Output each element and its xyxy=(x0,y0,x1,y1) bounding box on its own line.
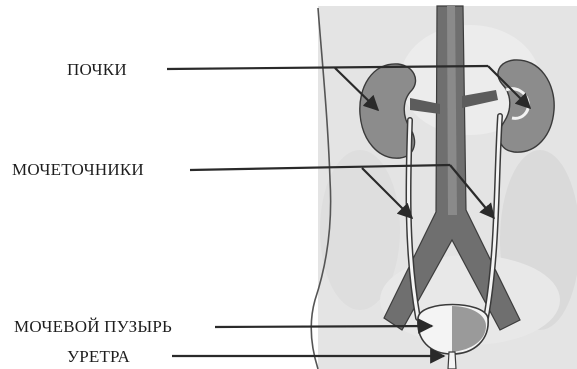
bladder-arrow xyxy=(215,326,432,327)
urethra xyxy=(448,352,456,369)
label-urethra: УРЕТРА xyxy=(67,347,131,366)
label-ureters: МОЧЕТОЧНИКИ xyxy=(12,160,144,179)
label-kidneys: ПОЧКИ xyxy=(67,60,127,79)
label-bladder: МОЧЕВОЙ ПУЗЫРЬ xyxy=(14,317,172,336)
